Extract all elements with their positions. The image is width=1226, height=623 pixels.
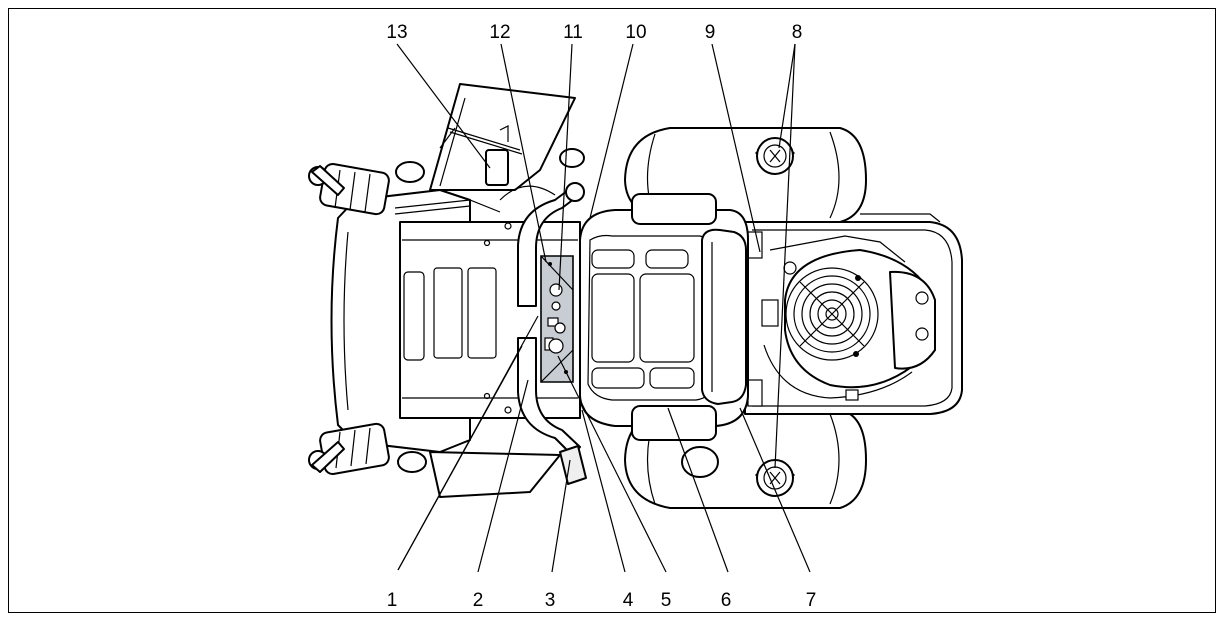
callout-9: 9 (705, 22, 716, 43)
callout-6: 6 (721, 590, 732, 611)
front-caster-bottom (308, 422, 390, 475)
callout-3: 3 (545, 590, 556, 611)
leader-lines (396, 43, 811, 573)
deck-lift-assembly (394, 125, 556, 215)
callout-12: 12 (489, 22, 510, 43)
control-panel (540, 255, 574, 383)
motion-control-levers (517, 182, 587, 485)
callout-13: 13 (386, 22, 407, 43)
engine (763, 235, 936, 401)
callout-5: 5 (661, 590, 672, 611)
callout-11: 11 (563, 22, 583, 43)
callout-8: 8 (792, 22, 803, 43)
figure-frame (8, 8, 1216, 613)
seat (579, 193, 749, 441)
callout-labels: 1 2 3 4 5 6 7 8 9 10 11 12 13 (386, 22, 816, 611)
callout-10: 10 (625, 22, 646, 43)
callout-1: 1 (387, 590, 398, 611)
fuel-cap-top (755, 137, 795, 175)
callout-7: 7 (806, 590, 817, 611)
callout-2: 2 (473, 590, 484, 611)
callout-4: 4 (623, 590, 634, 611)
front-caster-top (308, 163, 390, 216)
